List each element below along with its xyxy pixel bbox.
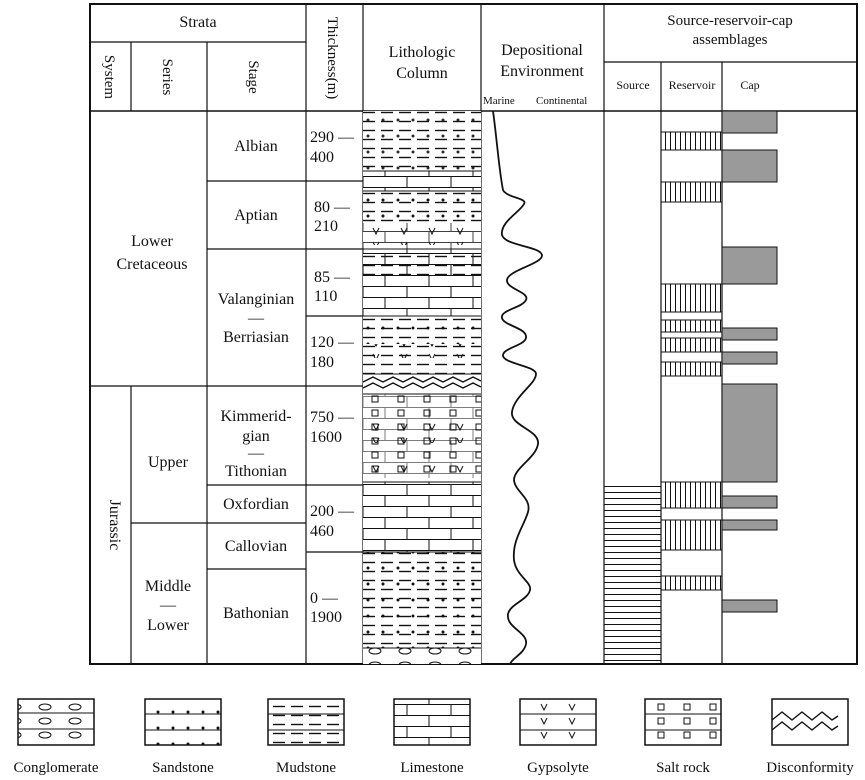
src-header-line2: assemblages (693, 32, 768, 48)
table-header: Strata System Series Stage Thickness(m) … (101, 13, 793, 107)
legend-saltrock-swatch (644, 698, 722, 746)
reservoir-column (660, 131, 723, 591)
legend-label-disconformity: Disconformity (766, 760, 854, 776)
stage-valanginian-2: — (247, 310, 265, 327)
series-header: Series (159, 59, 175, 96)
stage-albian: Albian (234, 138, 278, 155)
legend-label-mudstone: Mudstone (276, 760, 336, 776)
stage-callovian: Callovian (225, 538, 287, 555)
legend: Conglomerate Sandstone Mudstone Limeston… (14, 698, 854, 776)
legend-limestone-swatch (393, 698, 471, 746)
litho-limestone-albian (363, 171, 481, 191)
lithologic-header-line2: Column (396, 65, 448, 82)
thickness-4b: 180 (310, 354, 334, 371)
series-middle-lower-1: Middle (145, 578, 191, 595)
source-header: Source (616, 78, 649, 92)
thickness-5b: 1600 (310, 429, 342, 446)
cap-column (721, 110, 778, 613)
thickness-4a: 120 — (310, 334, 355, 351)
thickness-7b: 1900 (310, 609, 342, 626)
litho-disconformity (362, 376, 482, 383)
legend-label-sandstone: Sandstone (152, 760, 214, 776)
series-lower-cretaceous-1: Lower (131, 233, 173, 250)
system-header: System (101, 55, 117, 100)
thickness-6a: 200 — (310, 503, 355, 520)
lithologic-column (362, 111, 482, 664)
stage-valanginian-1: Valanginian (218, 291, 294, 308)
thickness-7a: 0 — (310, 590, 339, 607)
continental-label: Continental (536, 95, 587, 107)
litho-sandstone-albian (363, 111, 481, 171)
depositional-header-line2: Environment (500, 63, 584, 80)
stage-valanginian-3: Berriasian (223, 329, 289, 346)
stage-kimmeridgian-4: Tithonian (225, 463, 287, 480)
litho-gypsolyte-berriasian (363, 344, 481, 358)
depositional-header-line1: Depositional (501, 42, 583, 59)
stage-kimmeridgian-2: gian (242, 428, 270, 445)
litho-sandstone-berriasian (363, 316, 481, 344)
litho-mudstone-aptian (363, 191, 481, 223)
series-upper: Upper (148, 454, 189, 471)
legend-gypsolyte-swatch (519, 698, 597, 746)
litho-limestone-aptian (363, 223, 481, 249)
legend-conglomerate-swatch (17, 698, 95, 746)
stage-kimmeridgian-3: — (247, 445, 265, 462)
thickness-3a: 85 — (314, 269, 351, 286)
thickness-2a: 80 — (314, 199, 351, 216)
legend-label-conglomerate: Conglomerate (14, 760, 99, 776)
legend-label-gypsolyte: Gypsolyte (527, 760, 589, 776)
system-jurassic: Jurassic (106, 500, 123, 551)
source-column (604, 483, 661, 664)
litho-limestone-oxfordian (363, 482, 481, 552)
reservoir-header: Reservoir (669, 78, 716, 92)
src-header-line1: Source-reservoir-cap (667, 13, 792, 29)
legend-mudstone-swatch (267, 698, 345, 746)
strata-labels: Jurassic Lower Cretaceous Upper Middle —… (106, 138, 294, 634)
stage-kimmeridgian-1: Kimmerid- (220, 408, 291, 425)
thickness-3b: 110 (314, 288, 337, 305)
thickness-6b: 460 (310, 523, 334, 540)
series-middle-lower-3: Lower (147, 617, 189, 634)
thickness-5a: 750 — (310, 409, 355, 426)
legend-disconformity-swatch (771, 698, 849, 746)
thickness-labels: 290 — 400 80 — 210 85 — 110 120 — 180 75… (310, 129, 355, 626)
thickness-1b: 400 (310, 149, 334, 166)
litho-mudstone-bathonian (363, 552, 481, 648)
marine-label: Marine (483, 95, 515, 107)
stage-bathonian: Bathonian (223, 605, 289, 622)
series-middle-lower-2: — (159, 597, 177, 614)
legend-sandstone-swatch (144, 698, 222, 746)
cap-header: Cap (740, 78, 759, 92)
thickness-1a: 290 — (310, 129, 355, 146)
lithologic-header-line1: Lithologic (389, 44, 456, 61)
stage-aptian: Aptian (234, 207, 278, 224)
depositional-environment-curve (492, 110, 543, 665)
thickness-2b: 210 (314, 218, 338, 235)
stage-header: Stage (245, 60, 261, 94)
litho-mudstone-valanginian (363, 252, 481, 276)
thickness-header: Thickness(m) (324, 17, 340, 99)
litho-conglomerate-bathonian (363, 648, 481, 664)
series-lower-cretaceous-2: Cretaceous (116, 256, 187, 273)
strata-header: Strata (179, 14, 216, 31)
legend-label-limestone: Limestone (400, 760, 464, 776)
legend-label-saltrock: Salt rock (656, 760, 710, 776)
stage-oxfordian: Oxfordian (223, 496, 289, 513)
